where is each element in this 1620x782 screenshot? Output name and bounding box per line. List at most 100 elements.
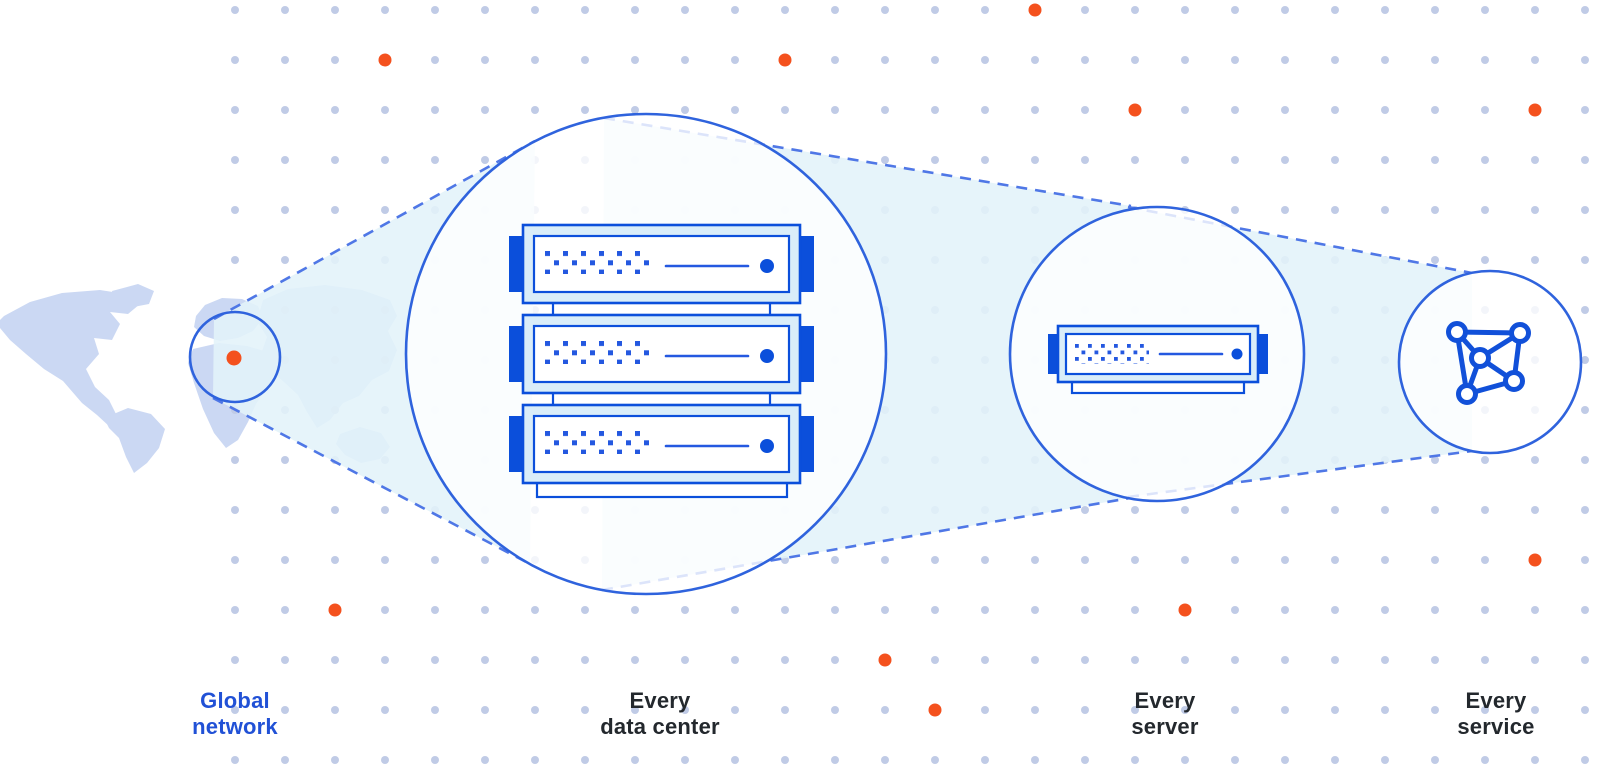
grid-dot xyxy=(1481,56,1489,64)
grid-dot xyxy=(281,256,289,264)
grid-dot xyxy=(981,706,989,714)
grid-dot xyxy=(1181,106,1189,114)
stage-label-every-server: Every server xyxy=(1131,688,1198,740)
grid-dot xyxy=(1231,206,1239,214)
grid-dot xyxy=(381,706,389,714)
grid-dot xyxy=(281,556,289,564)
grid-dot xyxy=(681,706,689,714)
accent-dot xyxy=(378,53,392,67)
grid-dot xyxy=(1381,656,1389,664)
server-dot-matrix xyxy=(1075,344,1149,364)
grid-dot xyxy=(1531,56,1539,64)
grid-dot xyxy=(731,606,739,614)
accent-dot xyxy=(1128,103,1142,117)
grid-dot xyxy=(981,56,989,64)
grid-dot xyxy=(1281,606,1289,614)
accent-dot xyxy=(928,703,942,717)
grid-dot xyxy=(281,656,289,664)
grid-dot xyxy=(1431,6,1439,14)
dashed-line xyxy=(601,496,1131,592)
grid-dot xyxy=(1231,106,1239,114)
grid-dot xyxy=(1231,156,1239,164)
grid-dot xyxy=(1131,56,1139,64)
grid-dot xyxy=(1231,656,1239,664)
stage-label-global-network: Global network xyxy=(192,688,278,740)
server-side-tab xyxy=(509,416,525,472)
grid-dot xyxy=(1281,556,1289,564)
server-dot-matrix xyxy=(545,251,651,274)
grid-dot xyxy=(1581,106,1589,114)
grid-dot xyxy=(1381,606,1389,614)
grid-dot xyxy=(1231,506,1239,514)
grid-dot xyxy=(331,656,339,664)
grid-dot xyxy=(931,556,939,564)
grid-dot xyxy=(431,606,439,614)
grid-dot xyxy=(531,756,539,764)
dashed-line xyxy=(213,139,536,321)
grid-dot xyxy=(481,706,489,714)
server-side-tab xyxy=(798,236,814,292)
grid-dot xyxy=(1581,756,1589,764)
stage-label-every-data-center: Every data center xyxy=(600,688,720,740)
stage-label-line: data center xyxy=(600,714,720,739)
grid-dot xyxy=(581,6,589,14)
grid-dot xyxy=(1181,656,1189,664)
grid-dot xyxy=(1581,356,1589,364)
grid-dot xyxy=(1581,56,1589,64)
grid-dot xyxy=(1581,406,1589,414)
grid-dot xyxy=(931,56,939,64)
grid-dot xyxy=(681,56,689,64)
grid-dot xyxy=(481,106,489,114)
grid-dot xyxy=(331,106,339,114)
grid-dot xyxy=(1031,106,1039,114)
single-server xyxy=(1048,324,1268,395)
grid-dot xyxy=(581,656,589,664)
map-south-america xyxy=(104,408,165,473)
grid-dot xyxy=(1081,556,1089,564)
grid-dot xyxy=(1381,6,1389,14)
grid-dot xyxy=(881,556,889,564)
grid-dot xyxy=(831,56,839,64)
grid-dot xyxy=(1131,156,1139,164)
grid-dot xyxy=(581,706,589,714)
grid-dot xyxy=(731,756,739,764)
grid-dot xyxy=(631,106,639,114)
grid-dot xyxy=(1281,156,1289,164)
grid-dot xyxy=(1181,506,1189,514)
grid-dot xyxy=(1131,606,1139,614)
grid-dot xyxy=(1281,56,1289,64)
stage-label-line: server xyxy=(1131,714,1199,739)
grid-dot xyxy=(781,106,789,114)
grid-dot xyxy=(881,106,889,114)
grid-dot xyxy=(1581,6,1589,14)
grid-dot xyxy=(981,106,989,114)
grid-dot xyxy=(1531,156,1539,164)
grid-dot xyxy=(1481,106,1489,114)
grid-dot xyxy=(1331,506,1339,514)
grid-dot xyxy=(1231,6,1239,14)
grid-dot xyxy=(1481,456,1489,464)
grid-dot xyxy=(1481,756,1489,764)
grid-dot xyxy=(1431,556,1439,564)
grid-dot xyxy=(381,106,389,114)
grid-dot xyxy=(681,106,689,114)
map-north-america xyxy=(0,290,140,427)
graph-node xyxy=(1446,321,1468,343)
grid-dot xyxy=(1231,56,1239,64)
grid-dot xyxy=(1381,706,1389,714)
grid-dot xyxy=(631,56,639,64)
grid-dot xyxy=(1281,106,1289,114)
grid-dot xyxy=(431,706,439,714)
grid-dot xyxy=(1281,656,1289,664)
grid-dot xyxy=(1531,706,1539,714)
grid-dot xyxy=(231,56,239,64)
server-led xyxy=(1231,348,1243,360)
grid-dot xyxy=(1281,756,1289,764)
grid-dot xyxy=(231,206,239,214)
grid-dot xyxy=(1131,706,1139,714)
grid-dot xyxy=(1331,56,1339,64)
grid-dot xyxy=(781,6,789,14)
grid-dot xyxy=(1081,706,1089,714)
server-unit-3 xyxy=(509,403,814,485)
grid-dot xyxy=(1481,606,1489,614)
